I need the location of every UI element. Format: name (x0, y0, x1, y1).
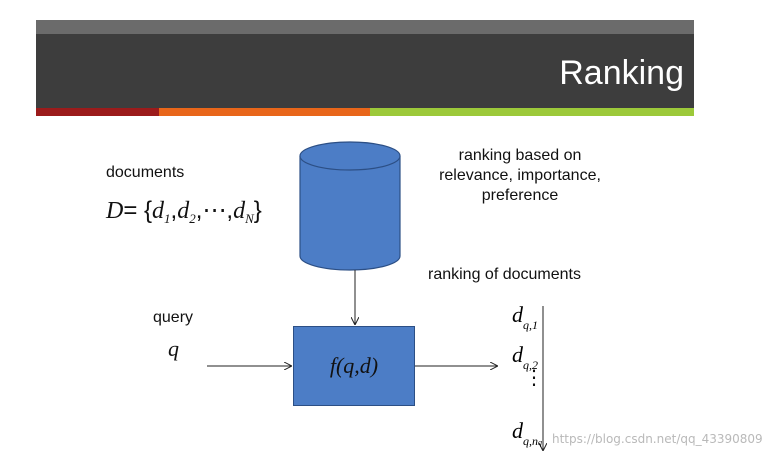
documents-label: documents (106, 164, 185, 181)
watermark-url: https://blog.csdn.net/qq_43390809 (552, 432, 763, 446)
ranking-of-documents-label: ranking of documents (428, 266, 581, 283)
documents-set-formula: D= {d1,d2,⋯,dN} (106, 197, 262, 226)
ranking-function-box: f(q,d) (293, 326, 415, 406)
ranking-basis-line: relevance, importance, (439, 167, 601, 184)
slide-title: Ranking (559, 54, 684, 92)
database-cylinder-icon (299, 141, 401, 271)
query-symbol: q (168, 336, 179, 361)
ranked-document-item: dq,nq (512, 418, 542, 448)
query-label: query (153, 309, 194, 326)
accent-bar-green (370, 108, 694, 116)
slide-header: Ranking (36, 34, 694, 108)
ranking-basis-line: preference (481, 187, 559, 204)
ranking-basis-line: ranking based on (458, 147, 582, 164)
header-top-bar (36, 20, 694, 34)
vertical-ellipsis: ⋮ (524, 367, 544, 389)
accent-bar-orange (159, 108, 370, 116)
ranking-function-label: f(q,d) (329, 353, 379, 378)
ranked-document-item: dq,2 (512, 342, 538, 372)
ranked-document-item: dq,1 (512, 302, 538, 332)
ranking-basis-note: ranking based on relevance, importance, … (420, 146, 620, 206)
accent-bar-red (36, 108, 159, 116)
